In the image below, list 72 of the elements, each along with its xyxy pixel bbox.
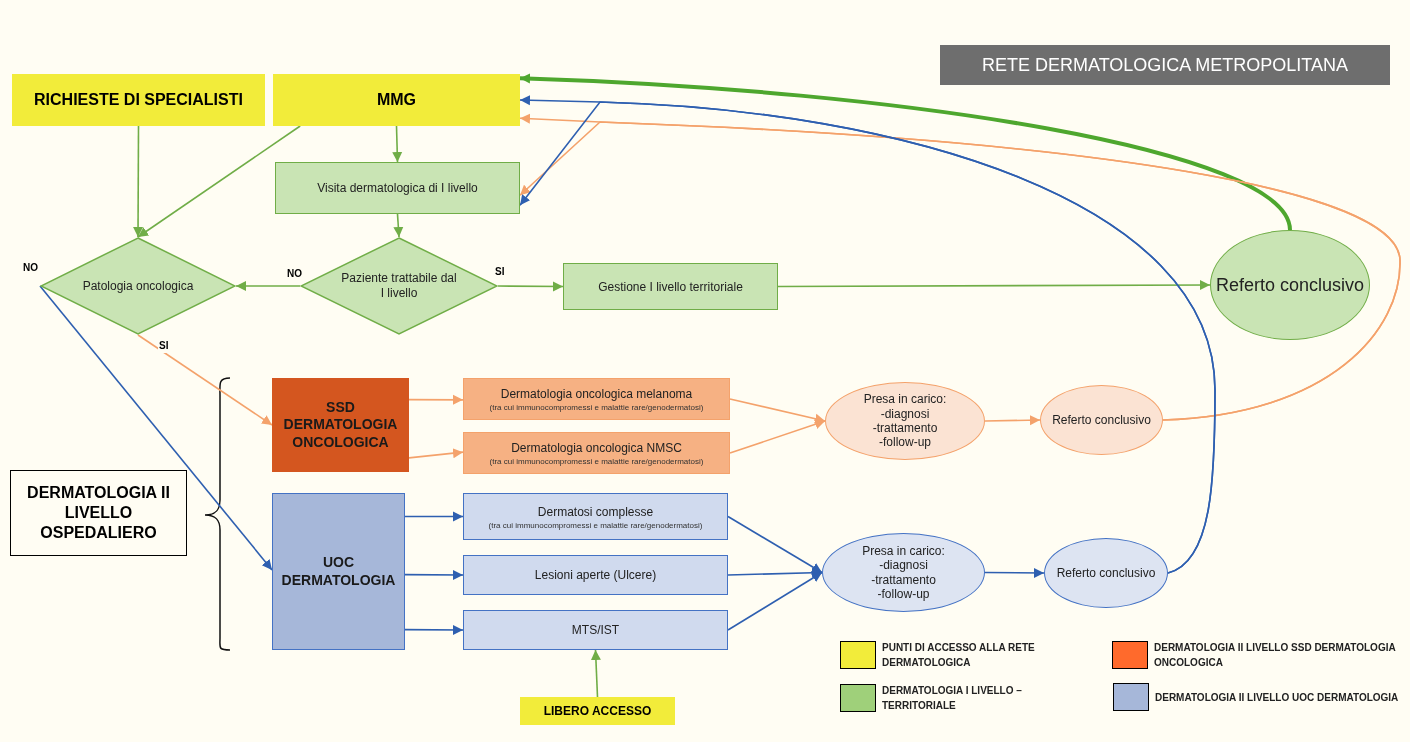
edge-label: SI: [158, 338, 170, 353]
arrow: [729, 419, 826, 454]
legend-text: DERMATOLOGIA II LIVELLO SSD DERMATOLOGIA ONCOLOGICA: [1154, 641, 1397, 670]
arrow: [393, 213, 404, 238]
node-text: Lesioni aperte (Ulcere): [533, 567, 658, 584]
node-text: UOC DERMATOLOGIA: [280, 554, 397, 589]
arrow: [137, 334, 273, 426]
access-box: [273, 74, 520, 126]
service-box: [463, 493, 728, 540]
service-box: [463, 555, 728, 595]
arrow: [39, 285, 273, 571]
group-label-box: [10, 470, 187, 556]
process-box: [563, 263, 778, 310]
node-text: Referto conclusivo: [1214, 273, 1366, 297]
node-subtext: -follow-up: [878, 435, 932, 450]
arrow: [727, 515, 823, 574]
arrow: [729, 398, 826, 424]
arrow: [777, 280, 1211, 291]
arrow: [727, 567, 823, 578]
node-subtext: (tra cui immunocompromessi e malattie rare/genodermatosi): [487, 520, 704, 531]
arrow: [235, 281, 301, 291]
node-subtext: -trattamento: [870, 572, 937, 587]
node-text: Dermatosi complesse: [536, 503, 655, 521]
node-text: Referto conclusivo: [1055, 565, 1157, 581]
decision-diamond: [40, 237, 236, 335]
node-text: Dermatologia oncologica melanoma: [499, 386, 694, 403]
arrow: [519, 73, 1292, 231]
service-box: [463, 432, 730, 474]
arrow: [497, 281, 564, 292]
node-text: DERMATOLOGIA II LIVELLO OSPEDALIERO: [26, 483, 171, 543]
access-box: [12, 74, 265, 126]
node-subtext: -trattamento: [871, 421, 939, 436]
service-box: [463, 610, 728, 650]
legend-text: DERMATOLOGIA II LIVELLO UOC DERMATOLOGIA: [1155, 690, 1400, 705]
node-text: Referto conclusivo: [1051, 412, 1152, 428]
node-text: Visita dermatologica di I livello: [316, 180, 479, 197]
node-text: Dermatologia oncologica NMSC: [510, 440, 683, 457]
process-box: [275, 162, 520, 214]
node-subtext: -follow-up: [876, 586, 931, 602]
access-box: [520, 697, 675, 725]
node-text: MTS/IST: [570, 622, 621, 639]
node-text: Presa in carico:: [862, 392, 948, 407]
node-text: Gestione I livello territoriale: [597, 278, 744, 296]
service-box: [463, 378, 730, 420]
arrow: [727, 571, 823, 631]
legend-text: PUNTI DI ACCESSO ALLA RETE DERMATOLOGICA: [882, 641, 1036, 670]
node-text: MMG: [375, 90, 418, 110]
node-text: Presa in carico:: [861, 543, 946, 559]
arrow: [404, 624, 464, 635]
arrow: [408, 394, 464, 405]
node-subtext: (tra cui immunocompromessi e malattie rare/genodermatosi): [488, 457, 705, 467]
node-subtext: (tra cui immunocompromessi e malattie rare/genodermatosi): [488, 403, 705, 413]
legend-text: DERMATOLOGIA I LIVELLO – TERRITORIALE: [882, 684, 1023, 713]
node-text: Patologia oncologica: [82, 278, 194, 294]
arrow: [404, 511, 464, 522]
arrow: [404, 569, 464, 580]
title-banner: RETE DERMATOLOGICA METROPOLITANA: [940, 45, 1390, 85]
node-text: Paziente trattabile dal I livello: [340, 271, 458, 301]
arrow: [408, 448, 464, 459]
arrow: [984, 567, 1045, 578]
node-text: SSD DERMATOLOGIA ONCOLOGICA: [282, 398, 399, 452]
node-text: LIBERO ACCESSO: [542, 703, 653, 720]
arrow: [984, 415, 1041, 426]
unit-box: [272, 493, 405, 650]
arrow: [133, 125, 144, 238]
arrow: [137, 125, 301, 238]
node-subtext: -diagnosi: [878, 558, 929, 573]
arrow: [590, 649, 601, 698]
node-subtext: -diagnosi: [879, 406, 931, 421]
arrow: [392, 125, 403, 163]
unit-box: [272, 378, 409, 472]
node-text: RICHIESTE DI SPECIALISTI: [33, 90, 244, 110]
